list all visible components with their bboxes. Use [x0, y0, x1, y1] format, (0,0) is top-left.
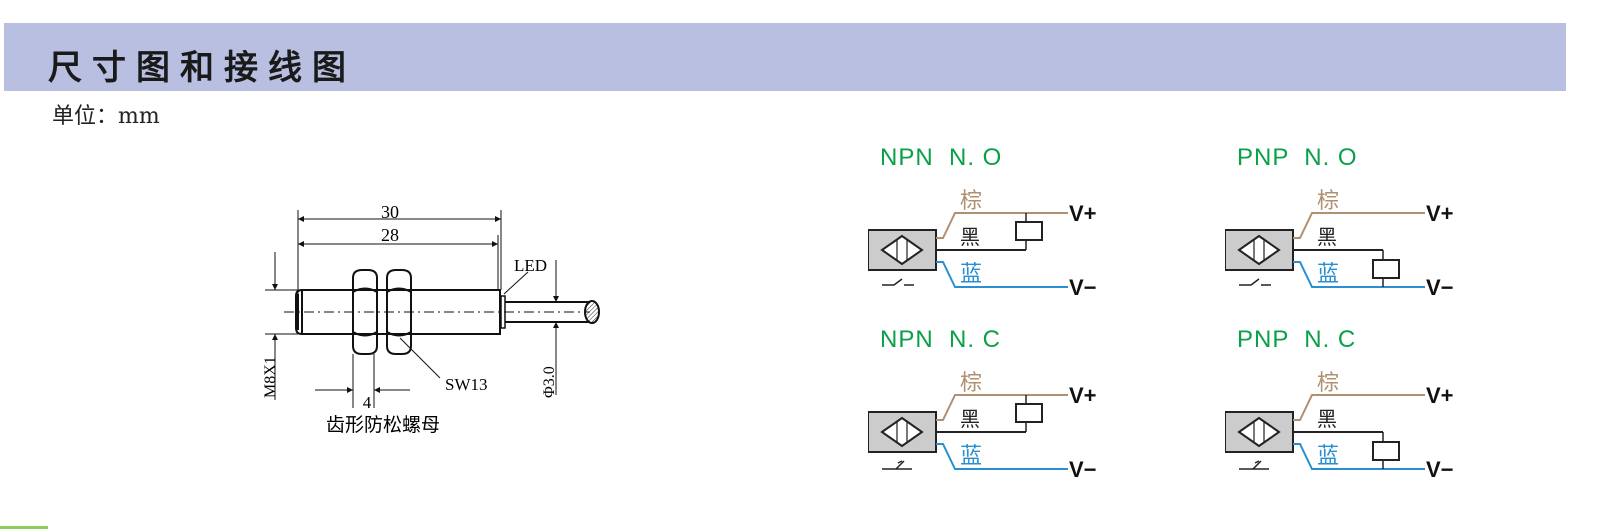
black-label: 黑 [960, 225, 980, 249]
blue-label: 蓝 [1317, 444, 1339, 469]
nut-1 [352, 269, 378, 355]
vplus-label: V+ [1426, 201, 1454, 226]
black-label: 黑 [960, 407, 980, 431]
vplus-label: V+ [1069, 383, 1097, 408]
brown-wire [936, 394, 1068, 421]
wiring-schematic: 棕黑蓝 V+ V− [1225, 189, 1454, 300]
switch-nc-icon [882, 460, 912, 470]
vminus-label: V− [1426, 457, 1454, 482]
page-title: 尺寸图和接线图 [48, 48, 356, 88]
load-icon [1372, 441, 1400, 461]
dimension-drawing: 30 28 LED SW13 4 齿形防松螺母 M8X1 Φ3.0 [262, 202, 600, 436]
brown-wire [1293, 394, 1425, 421]
sensor-diamond-icon [880, 234, 924, 266]
switch-no-icon [1239, 278, 1271, 286]
brown-label: 棕 [1317, 189, 1339, 214]
nut-width-label: 4 [363, 393, 372, 412]
wiring-schematic: 棕黑蓝 V+ V− [868, 371, 1097, 482]
footer-accent [0, 526, 48, 529]
load-icon [1372, 259, 1400, 279]
wiring-title: PNP N. O [1237, 144, 1358, 171]
vplus-label: V+ [1069, 201, 1097, 226]
dim-28-label: 28 [381, 225, 399, 245]
vplus-label: V+ [1426, 383, 1454, 408]
blue-label: 蓝 [960, 444, 982, 469]
blue-wire [1293, 261, 1425, 288]
cable-diameter-label: Φ3.0 [541, 366, 558, 398]
wiring-title: PNP N. C [1237, 326, 1357, 353]
nut-caption: 齿形防松螺母 [326, 414, 440, 436]
blue-wire [936, 443, 1068, 470]
dim-30-label: 30 [381, 202, 399, 222]
brown-label: 棕 [960, 189, 982, 214]
sensor-diamond-icon [880, 416, 924, 448]
wiring-schematic: 棕黑蓝 V+ V− [868, 189, 1097, 300]
blue-wire [936, 261, 1068, 288]
sensor-diamond-icon [1237, 234, 1281, 266]
header-bar [4, 23, 1566, 91]
brown-label: 棕 [1317, 371, 1339, 396]
wiring-title: NPN N. O [880, 144, 1003, 171]
nut-2 [386, 269, 412, 355]
blue-wire [1293, 443, 1425, 470]
load-icon [1015, 403, 1043, 423]
load-icon [1015, 221, 1043, 241]
nut-size-label: SW13 [445, 375, 488, 394]
switch-no-icon [882, 278, 914, 286]
brown-label: 棕 [960, 371, 982, 396]
led-label: LED [514, 256, 547, 275]
black-label: 黑 [1317, 225, 1337, 249]
unit-label: 单位：mm [52, 104, 160, 129]
switch-nc-icon [1239, 460, 1269, 470]
wiring-schematic: 棕黑蓝 V+ V− [1225, 371, 1454, 482]
blue-label: 蓝 [1317, 262, 1339, 287]
vminus-label: V− [1069, 275, 1097, 300]
vminus-label: V− [1069, 457, 1097, 482]
brown-wire [936, 212, 1068, 239]
vminus-label: V− [1426, 275, 1454, 300]
blue-label: 蓝 [960, 262, 982, 287]
sensor-diamond-icon [1237, 416, 1281, 448]
black-label: 黑 [1317, 407, 1337, 431]
brown-wire [1293, 212, 1425, 239]
wiring-title: NPN N. C [880, 326, 1002, 353]
thread-label: M8X1 [262, 356, 279, 398]
